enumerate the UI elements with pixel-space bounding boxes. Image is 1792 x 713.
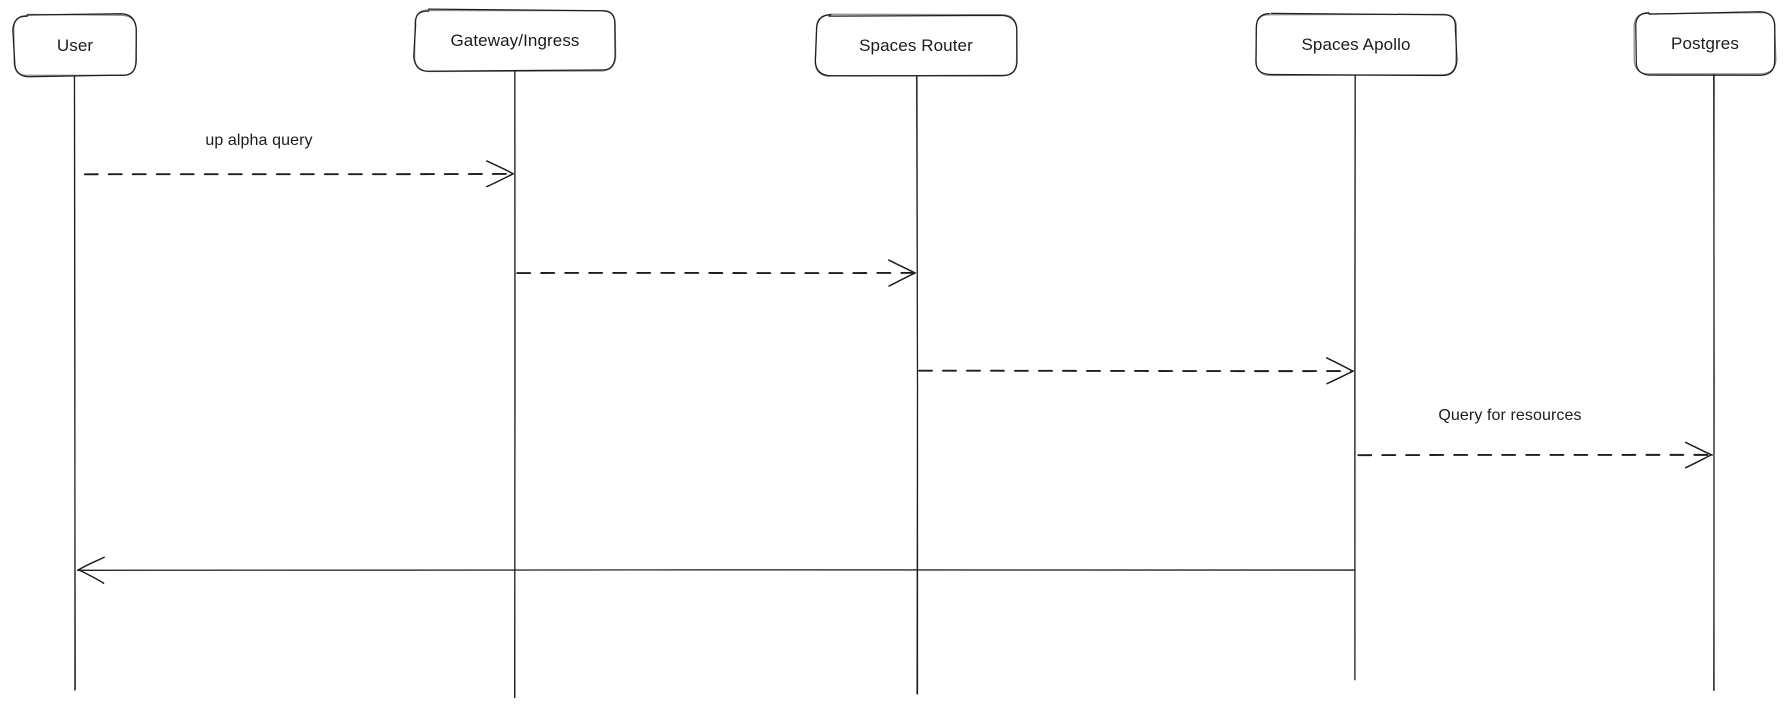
message-arrow-msg-3[interactable] — [919, 360, 1353, 382]
message-arrow-msg-4[interactable] — [1358, 444, 1712, 466]
lifeline-spaces-router[interactable] — [912, 76, 922, 694]
participant-node-postgres[interactable] — [1635, 13, 1775, 74]
message-arrow-msg-2[interactable] — [517, 262, 915, 284]
lifelines-group — [73, 69, 1715, 699]
participant-node-spaces-router[interactable] — [816, 15, 1016, 76]
message-arrow-msg-5[interactable] — [78, 559, 1354, 581]
participant-boxes-group — [12, 8, 1777, 78]
participant-node-gateway-ingress[interactable] — [415, 10, 615, 71]
messages-group — [77, 160, 1713, 584]
participant-node-spaces-apollo[interactable] — [1256, 14, 1456, 75]
participant-node-user[interactable] — [14, 15, 136, 76]
message-arrow-msg-1[interactable] — [85, 163, 513, 185]
lifeline-user[interactable] — [70, 76, 80, 690]
lifeline-postgres[interactable] — [1709, 74, 1719, 690]
